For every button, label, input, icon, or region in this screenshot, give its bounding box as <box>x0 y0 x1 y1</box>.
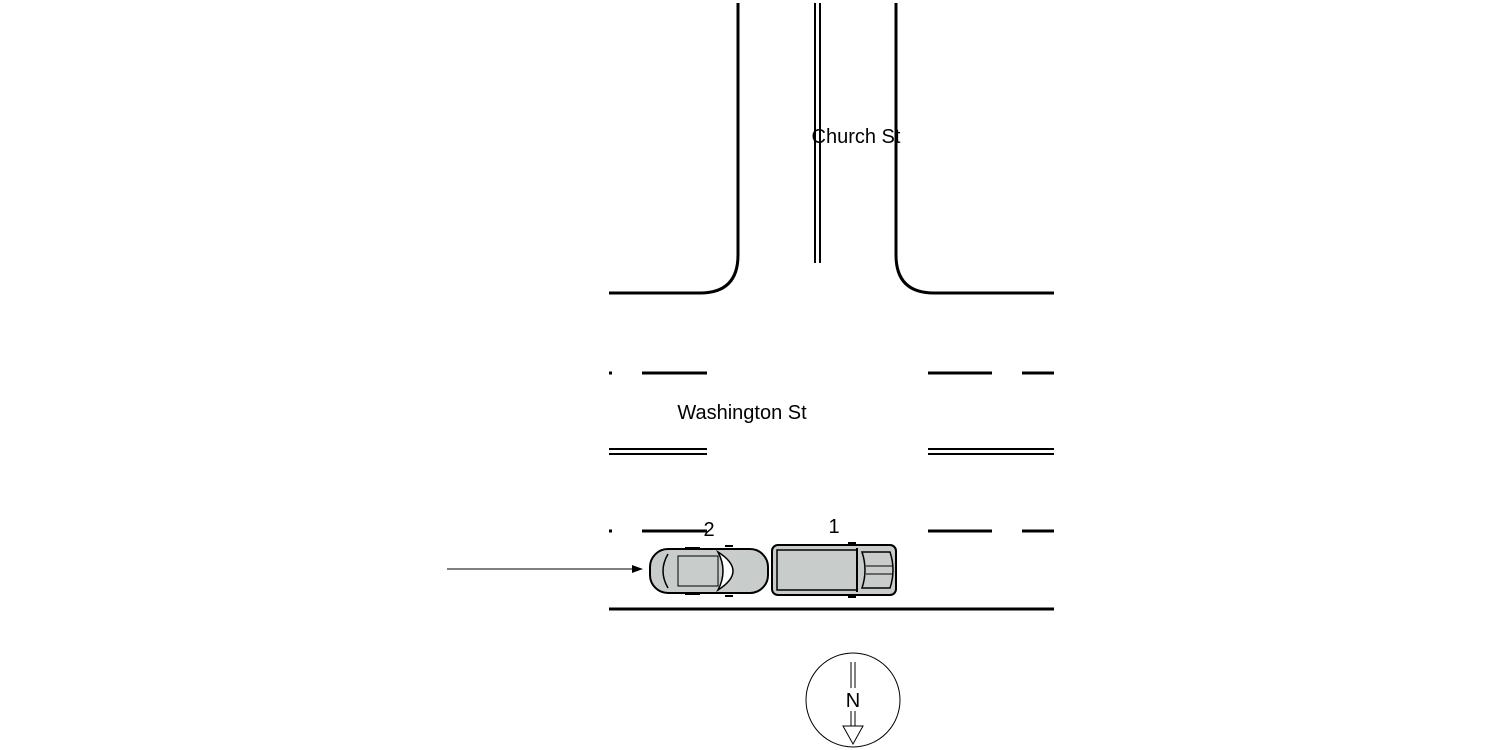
church-st-east-curb <box>894 3 1054 295</box>
vehicle-1-number: 1 <box>828 516 839 538</box>
washington-st-center-line <box>609 448 1054 455</box>
church-st-west-curb <box>609 3 740 295</box>
north-arrow-icon <box>805 652 901 748</box>
direction-arrow-icon <box>447 565 643 573</box>
church-st-label: Church St <box>812 126 901 148</box>
vehicle-2-number: 2 <box>703 519 714 541</box>
washington-st-label: Washington St <box>677 402 807 424</box>
vehicle-2-sedan <box>649 545 769 597</box>
vehicle-1-pickup <box>771 542 897 598</box>
compass-north-label: N <box>846 690 860 712</box>
